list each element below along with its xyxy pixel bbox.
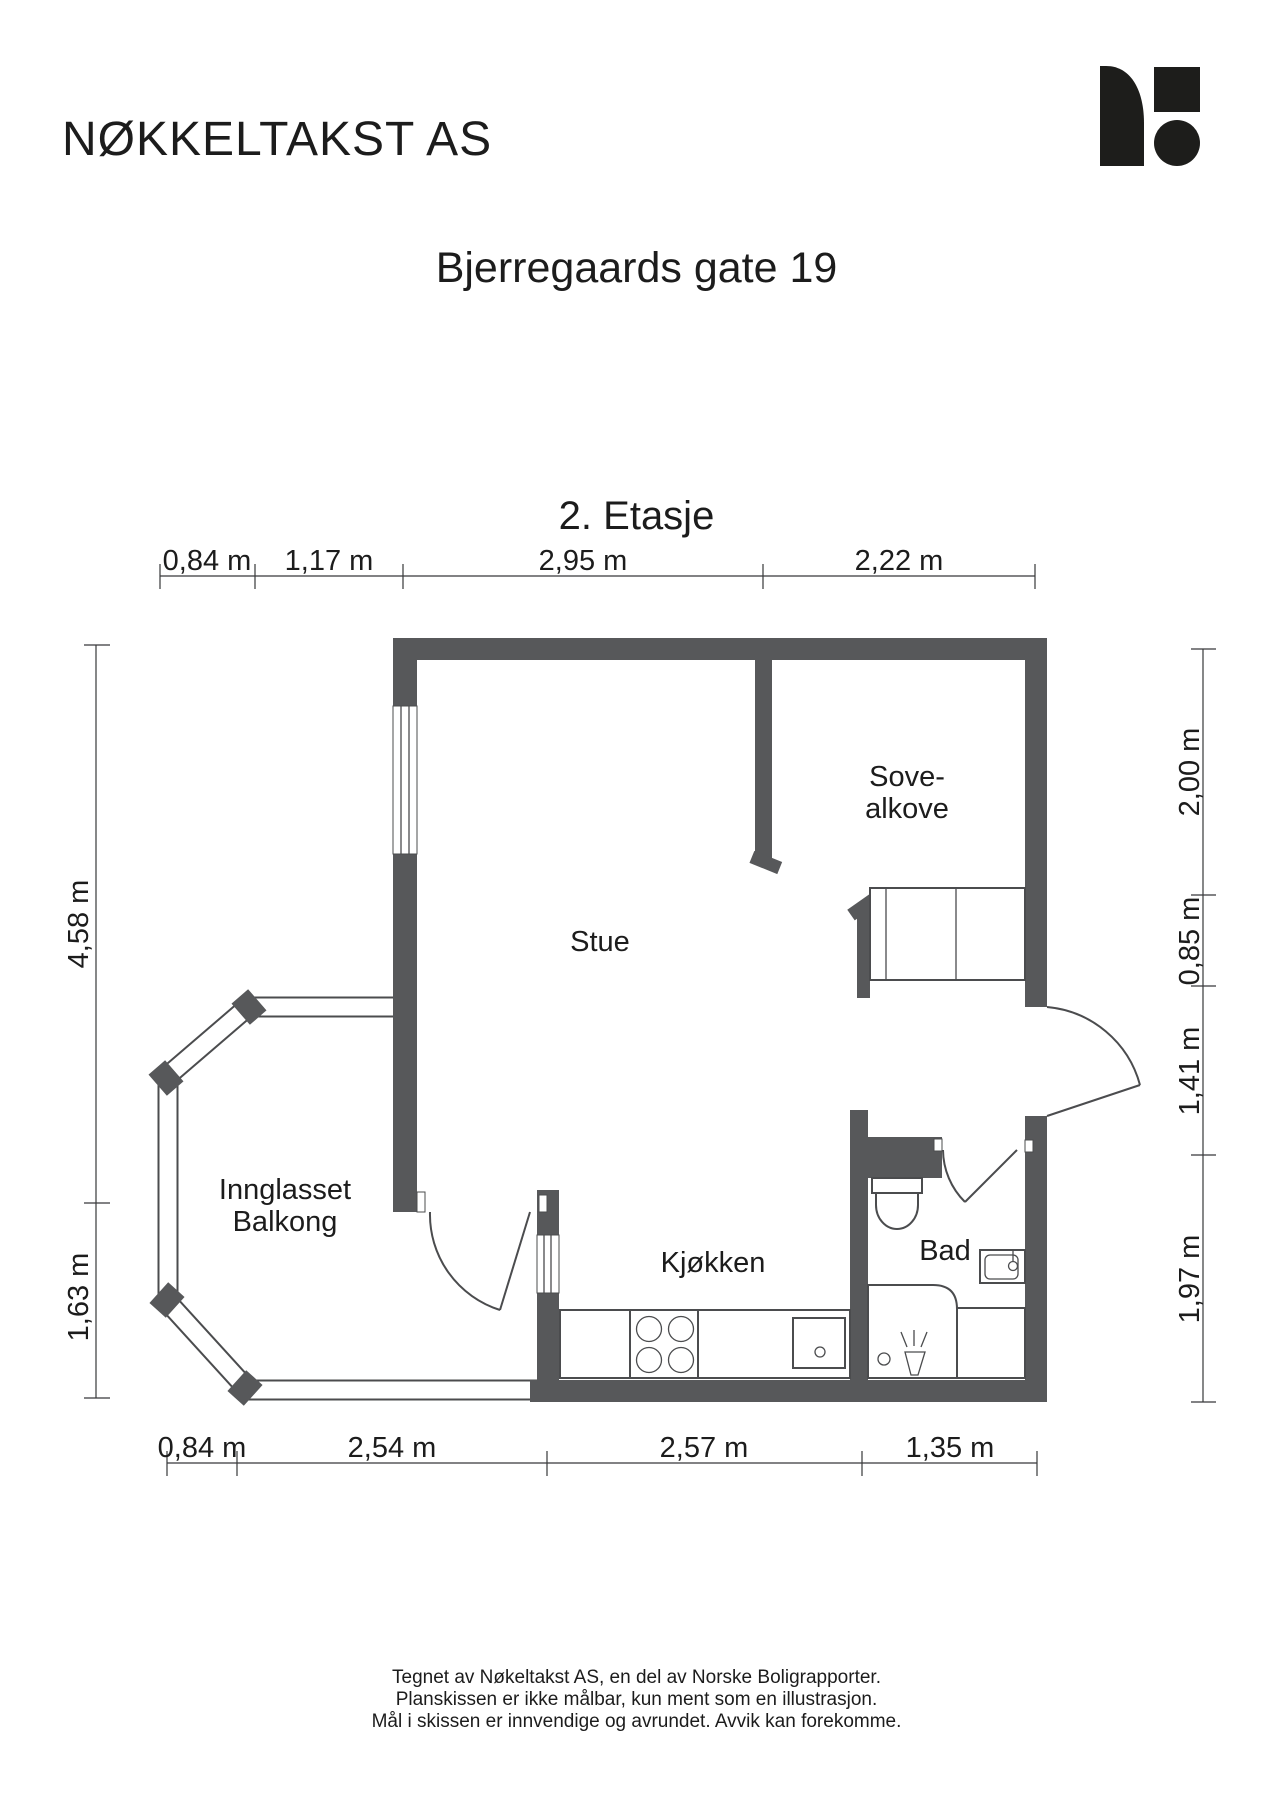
wall-kitchen-bath <box>850 1110 868 1380</box>
disclaimer-line1: Tegnet av Nøkeltakst AS, en del av Norsk… <box>392 1667 881 1688</box>
room-labels: Stue Sove- alkove Innglasset Balkong Kjø… <box>219 761 971 1279</box>
doors <box>428 1006 1141 1311</box>
entrance-door-leaf <box>1046 1084 1141 1117</box>
room-label-sove-line1: Sove- <box>869 761 945 793</box>
balcony-glass-bottomleft-fill <box>158 1293 254 1395</box>
dim-bottom-1: 0,84 m <box>158 1432 247 1464</box>
kitchen-sink-drain <box>814 1346 826 1358</box>
washing-machine <box>956 1307 1026 1379</box>
dim-top-2: 1,17 m <box>285 545 374 577</box>
room-label-kjokken: Kjøkken <box>661 1247 766 1279</box>
stove-burner <box>667 1315 695 1343</box>
dim-left-2: 1,63 m <box>63 1253 95 1342</box>
dimension-right-line <box>1191 648 1216 1403</box>
kitchen-sink <box>792 1317 846 1369</box>
jamb-bath-door-right <box>1024 1139 1034 1153</box>
bath-door-leaf <box>964 1149 1018 1203</box>
shower-head-icon <box>900 1330 928 1376</box>
wall-left-lower <box>393 854 417 1212</box>
stove-burner <box>635 1346 663 1374</box>
glass-corner-cap <box>231 989 267 1025</box>
dim-right-3: 1,41 m <box>1174 1027 1206 1116</box>
fixtures <box>559 887 1026 1379</box>
dimension-right: 2,00 m 0,85 m 1,41 m 1,97 m <box>1174 648 1216 1403</box>
dimension-bottom-line <box>166 1451 1038 1476</box>
wall-right-upper <box>1025 660 1047 1007</box>
balcony-glass-walls <box>148 989 538 1406</box>
floor-title: 2. Etasje <box>558 494 715 538</box>
address-title: Bjerregaards gate 19 <box>435 244 838 292</box>
window-balcony-kitchen <box>536 1234 560 1294</box>
walls <box>393 638 1047 1402</box>
dim-bottom-4: 1,35 m <box>906 1432 995 1464</box>
wall-stub-bed <box>857 910 870 998</box>
bed <box>869 887 1026 981</box>
dim-right-2: 0,85 m <box>1174 897 1206 986</box>
company-logo-icon <box>1100 66 1200 166</box>
shower-drain <box>877 1352 891 1366</box>
wall-right-lower <box>1025 1116 1047 1402</box>
logo-circle-shape <box>1154 120 1200 166</box>
bath-sink-tap-knob <box>1007 1260 1019 1272</box>
dim-top-3: 2,95 m <box>539 545 628 577</box>
bed-divisions <box>885 888 957 980</box>
dim-bottom-3: 2,57 m <box>660 1432 749 1464</box>
balcony-door-leaf <box>499 1211 531 1311</box>
jamb-balcony-door <box>416 1191 426 1213</box>
wall-partition-alcove <box>755 660 772 858</box>
window-left-wall-panes <box>400 706 410 854</box>
room-label-balkong-line1: Innglasset <box>219 1174 351 1206</box>
window-balcony-kitchen-panes <box>543 1235 552 1293</box>
balcony-door-arc <box>428 1211 501 1311</box>
logo-sail-shape <box>1100 66 1144 166</box>
glass-corner-cap <box>149 1282 185 1318</box>
dim-bottom-2: 2,54 m <box>348 1432 437 1464</box>
bath-door-arc <box>942 1149 966 1203</box>
window-left-wall <box>392 705 418 855</box>
disclaimer-line2: Planskissen er ikke målbar, kun ment som… <box>395 1689 878 1710</box>
dim-left-1: 4,58 m <box>63 880 95 969</box>
toilet-bowl <box>875 1192 919 1230</box>
dim-top-1: 0,84 m <box>163 545 252 577</box>
dim-top-4: 2,22 m <box>855 545 944 577</box>
company-name: NØKKELTAKST AS <box>62 113 493 166</box>
entrance-door-arc <box>1046 1006 1141 1086</box>
glass-corner-cap <box>148 1060 184 1096</box>
kitchen-counter-left <box>559 1309 631 1379</box>
dimension-top: 0,84 m 1,17 m 2,95 m 2,22 m <box>159 545 1036 589</box>
wall-left-upper <box>393 660 417 706</box>
balcony-glass-topleft-fill <box>158 999 255 1086</box>
stove <box>629 1309 699 1379</box>
disclaimer: Tegnet av Nøkeltakst AS, en del av Norsk… <box>0 1667 1273 1733</box>
glass-corner-cap <box>227 1370 263 1406</box>
dimension-bottom: 0,84 m 2,54 m 2,57 m 1,35 m <box>158 1432 1038 1476</box>
toilet-tank <box>871 1177 923 1194</box>
windows <box>392 705 560 1294</box>
jamb-balcony-door-right <box>538 1194 548 1213</box>
disclaimer-line3: Mål i skissen er innvendige og avrundet.… <box>371 1711 902 1732</box>
dim-right-4: 1,97 m <box>1174 1235 1206 1324</box>
room-label-sove-line2: alkove <box>865 793 949 825</box>
jamb-bath-door-left <box>933 1138 943 1152</box>
room-label-balkong-line2: Balkong <box>233 1206 338 1238</box>
wall-bottom <box>530 1380 1047 1402</box>
stove-burner <box>667 1346 695 1374</box>
room-label-stue: Stue <box>570 926 630 958</box>
wall-top <box>393 638 1047 660</box>
stove-burner <box>635 1315 663 1343</box>
wall-partition-end-cap <box>749 850 783 875</box>
wall-balcony-kitchen-lower <box>537 1293 559 1380</box>
dimension-left-line <box>84 644 110 1399</box>
dimension-left: 4,58 m 1,63 m <box>63 644 110 1399</box>
logo-square-shape <box>1154 67 1200 112</box>
dimension-top-line <box>159 564 1036 589</box>
room-label-bad: Bad <box>919 1235 971 1267</box>
dim-right-1: 2,00 m <box>1174 728 1206 817</box>
